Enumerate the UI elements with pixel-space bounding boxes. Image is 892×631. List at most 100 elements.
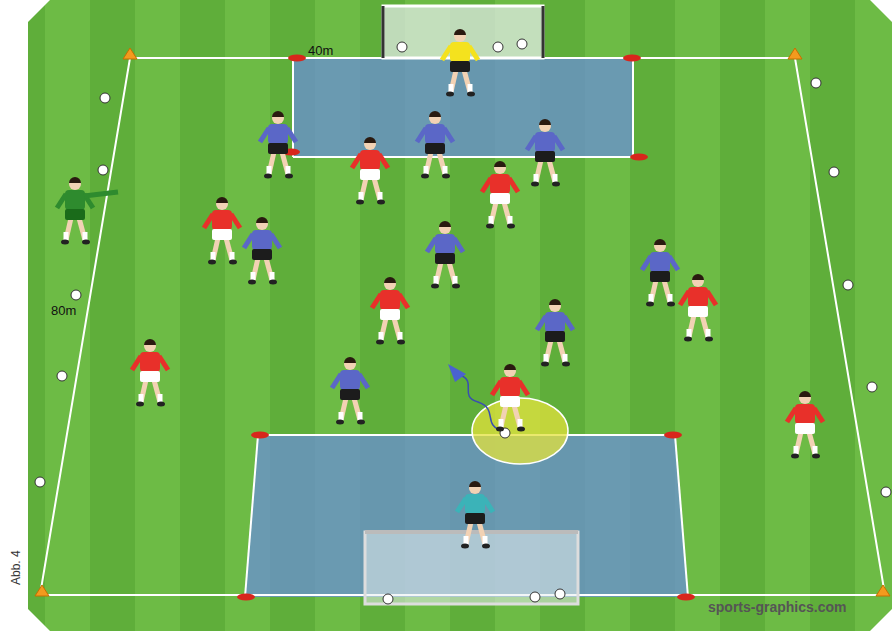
player-sock	[64, 232, 69, 240]
player-shoe	[791, 454, 799, 459]
player-hair	[256, 217, 268, 223]
player-sock	[499, 419, 504, 427]
cone	[123, 48, 137, 59]
ball	[35, 477, 45, 487]
red-player	[482, 161, 518, 229]
player-shoe	[442, 174, 450, 179]
player-arm	[372, 294, 381, 308]
player-shoe	[356, 200, 364, 205]
player-sock	[158, 394, 163, 402]
player-shorts	[212, 229, 232, 240]
player-arm	[132, 356, 141, 370]
player-shorts	[490, 193, 510, 204]
player-hair	[494, 161, 506, 167]
player-head	[654, 240, 666, 252]
player-hair	[504, 364, 516, 370]
player-shoe	[705, 337, 713, 342]
player-arm	[642, 256, 651, 270]
player-arm	[204, 214, 213, 228]
disc-marker	[237, 594, 255, 601]
zone-line	[293, 156, 633, 158]
player-shirt	[268, 124, 288, 144]
player-sock	[359, 192, 364, 200]
player-shoe	[461, 544, 469, 549]
player-head	[799, 392, 811, 404]
player-leg	[501, 405, 506, 427]
player-shoe	[507, 224, 515, 229]
red-player	[787, 391, 823, 459]
player-arm	[359, 374, 368, 388]
ball	[843, 280, 853, 290]
player-shoe	[336, 420, 344, 425]
player-arm	[271, 234, 280, 248]
player-leg	[426, 152, 431, 174]
player-arm	[527, 136, 536, 150]
player-leg	[451, 70, 456, 92]
player-leg	[559, 340, 565, 362]
player-leg	[449, 262, 455, 284]
player-shorts	[425, 143, 445, 154]
player-sock	[489, 216, 494, 224]
player-head	[144, 340, 156, 352]
player-shirt	[490, 174, 510, 194]
player-arm	[564, 316, 573, 330]
player-sock	[508, 216, 513, 224]
cone	[35, 585, 49, 596]
player-shorts	[545, 331, 565, 342]
player-leg	[374, 178, 380, 200]
player-shoe	[467, 92, 475, 97]
player-shoe	[496, 427, 504, 432]
player-head	[272, 112, 284, 124]
player-sock	[464, 536, 469, 544]
player-arm	[454, 238, 463, 252]
player-arm	[352, 154, 361, 168]
blue-player	[537, 299, 573, 367]
player-arm	[469, 46, 478, 60]
players-layer	[35, 29, 891, 604]
watermark: sports-graphics.com	[708, 600, 846, 614]
blue-player	[642, 239, 678, 307]
red-player	[204, 197, 240, 265]
player-sock	[483, 536, 488, 544]
player-arm	[519, 381, 528, 395]
player-leg	[79, 218, 85, 240]
blue-player	[527, 119, 563, 187]
ball	[98, 165, 108, 175]
player-sock	[230, 252, 235, 260]
player-sock	[270, 272, 275, 280]
player-shorts	[340, 389, 360, 400]
player-sock	[649, 294, 654, 302]
player-head	[429, 112, 441, 124]
red-player	[352, 137, 388, 205]
player-arm	[669, 256, 678, 270]
player-head	[494, 162, 506, 174]
player-shoe	[136, 402, 144, 407]
player-shoe	[646, 302, 654, 307]
ball	[867, 382, 877, 392]
player-shoe	[82, 240, 90, 245]
player-hair	[469, 481, 481, 487]
player-shoe	[208, 260, 216, 265]
player-leg	[536, 160, 541, 182]
player-shirt	[380, 290, 400, 310]
player-hair	[216, 197, 228, 203]
player-arm	[399, 294, 408, 308]
player-shoe	[157, 402, 165, 407]
player-leg	[154, 380, 160, 402]
player-shirt	[252, 230, 272, 250]
coach	[57, 177, 93, 245]
player-leg	[809, 432, 815, 454]
player-shorts	[435, 253, 455, 264]
player-shirt	[425, 124, 445, 144]
player-leg	[361, 178, 366, 200]
player-arm	[707, 291, 716, 305]
blue-player	[427, 221, 463, 289]
player-sock	[563, 354, 568, 362]
player-hair	[549, 299, 561, 305]
player-sock	[358, 412, 363, 420]
player-leg	[394, 318, 400, 340]
player-arm	[57, 194, 66, 208]
player-leg	[253, 258, 258, 280]
player-head	[216, 198, 228, 210]
red-player	[680, 274, 716, 342]
